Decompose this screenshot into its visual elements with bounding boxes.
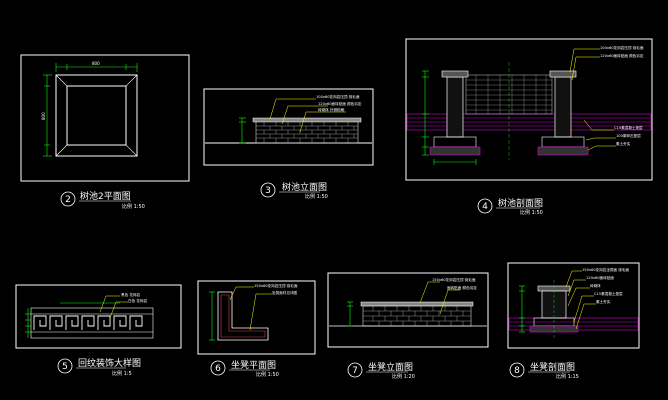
drawing-5-title: 回纹装饰大样图	[78, 357, 141, 369]
drawing-5-scale: 比例 1:5	[112, 370, 132, 377]
drawing-7-bench-elevation: 150x60花岗岩压顶 烧毛面 面砖贴面 颜色另定 7 坐凳立面图 比例 1:2…	[327, 272, 489, 380]
brick-coursing-3	[256, 125, 358, 139]
drawing-4-scale: 比例 1:50	[520, 209, 543, 216]
drawing-8-number: 8	[514, 366, 520, 376]
drawing-8-title: 坐凳剖面图	[530, 361, 575, 373]
drawing-2-title: 树池2平面图	[80, 190, 131, 202]
d6-note-2: 坐凳面材见详图	[272, 290, 298, 295]
d6-note-1: 150x60花岗岩压顶 烧毛面	[254, 283, 298, 288]
drawing-6-number-bubble	[210, 360, 226, 376]
bench-l-shape	[217, 291, 269, 341]
drawing-5-number-bubble	[57, 358, 73, 374]
right-wall	[554, 76, 572, 138]
section4-dimensions	[422, 70, 477, 165]
tree-pit-outer	[55, 74, 138, 157]
greek-key-pattern	[33, 315, 143, 330]
drawing-4-section: 100x60花岗岩压顶 烧毛面 120x60面砖贴面 颜色另定 C15素混凝土垫…	[405, 38, 653, 216]
drawing-5-frame	[15, 284, 182, 349]
d4-note-5: 素土夯实	[616, 141, 631, 146]
elevation3-dimensions	[239, 117, 246, 144]
d8-note-5: 素土夯实	[596, 299, 611, 304]
drawing-3-scale: 比例 1:50	[305, 193, 328, 200]
drawing-3-frame	[203, 88, 374, 166]
drawing-2-number: 2	[65, 195, 71, 205]
d8-note-2: 120x60面砖贴面	[586, 275, 614, 280]
drawing-6-scale: 比例 1:50	[256, 371, 279, 378]
drawing-6-frame	[197, 280, 316, 355]
d4-note-2: 120x60面砖贴面 颜色另定	[600, 53, 644, 58]
d8-note-3: 砖砌体	[590, 283, 601, 288]
drawing-7-number-bubble	[347, 362, 363, 378]
drawing-2-scale: 比例 1:50	[122, 203, 145, 210]
drawing-8-frame	[507, 262, 640, 349]
d7-note-2: 面砖贴面 颜色另定	[447, 285, 477, 290]
drawing-6-number: 6	[215, 364, 221, 374]
drawing-8-scale: 比例 1:15	[556, 373, 579, 380]
drawing-6-title: 坐凳平面图	[231, 360, 276, 371]
d4-note-1: 100x60花岗岩压顶 烧毛面	[600, 45, 644, 50]
d8-note-1: 150x60花岗岩坐凳面 烧毛面	[582, 267, 629, 272]
drawing-7-scale: 比例 1:20	[392, 373, 415, 380]
drawing-4-number-bubble	[477, 198, 493, 214]
section4-leaders	[569, 48, 616, 151]
drawing-2-number-bubble	[60, 191, 76, 207]
drawing-4-number: 4	[482, 202, 488, 212]
drawing-5-pattern-detail: 黑色 花岗岩 白色 花岗岩 5 回纹装饰大样图 比例 1:5	[15, 284, 182, 377]
plan2-dim-left: 800	[41, 112, 46, 120]
plan2-dimensions	[43, 63, 138, 157]
d7-note-1: 150x60花岗岩压顶 烧毛面	[432, 277, 476, 282]
drawing-4-title: 树池剖面图	[498, 197, 543, 209]
d3-note-2: 120x60面砖贴面 颜色另定	[318, 101, 362, 106]
drawing-3-number: 3	[265, 186, 271, 196]
tree-pit-inner	[66, 85, 127, 146]
drawing-2-plan: 800 800 2 树池2平面图 比例 1:50	[20, 54, 190, 210]
drawing-5-number: 5	[62, 362, 68, 372]
drawing-6-bench-plan: 150x60花岗岩压顶 烧毛面 坐凳面材见详图 6 坐凳平面图 比例 1:50	[197, 280, 316, 378]
drawing-7-number: 7	[352, 366, 358, 376]
drawing-7-title: 坐凳立面图	[368, 361, 413, 373]
drawing-3-number-bubble	[260, 182, 276, 198]
drawing-2-frame	[20, 54, 190, 182]
drawing-3-title: 树池立面图	[282, 181, 327, 193]
d8-note-4: C15素混凝土垫层	[594, 291, 623, 296]
brick-wall	[255, 120, 359, 144]
d3-note-1: 100x60花岗岩压顶 烧毛面	[316, 94, 360, 99]
d5-note-1: 黑色 花岗岩	[121, 292, 141, 297]
drawing-3-elevation: 100x60花岗岩压顶 烧毛面 120x60面砖贴面 颜色另定 砖砌体 外侧粉刷…	[203, 88, 374, 200]
left-wall	[446, 76, 464, 138]
drawing-8-bench-section: 150x60花岗岩坐凳面 烧毛面 120x60面砖贴面 砖砌体 C15素混凝土垫…	[507, 262, 640, 380]
drawing-8-number-bubble	[509, 362, 525, 378]
plan2-dim-top: 800	[92, 61, 100, 66]
drawing-7-frame	[327, 272, 489, 348]
d4-note-3: C15素混凝土垫层	[614, 125, 643, 130]
d5-note-2: 白色 花岗岩	[128, 298, 148, 303]
drawing-4-frame	[405, 38, 653, 181]
d4-note-4: 100厚碎石垫层	[616, 133, 641, 138]
elevation3-leaders	[269, 98, 346, 133]
d3-note-3: 砖砌体 外侧粉刷	[318, 107, 345, 112]
coping	[252, 117, 362, 123]
